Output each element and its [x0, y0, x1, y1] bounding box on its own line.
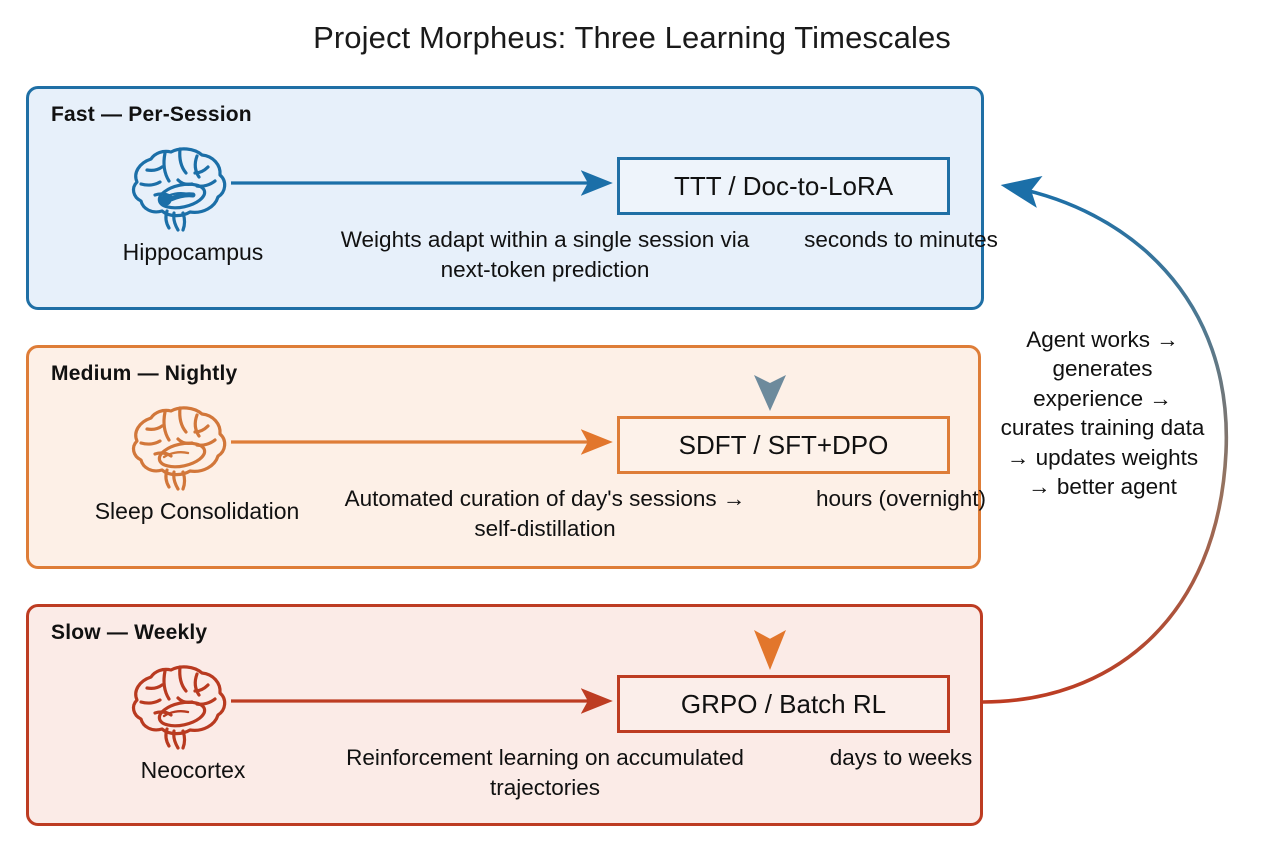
description-slow: Reinforcement learning on accumulated tr…: [346, 745, 744, 800]
timing-slow: days to weeks: [829, 745, 973, 770]
brain-icon: [125, 137, 235, 232]
method-box-grpo[interactable]: GRPO / Batch RL: [617, 675, 950, 733]
description-fast: Weights adapt within a single session vi…: [340, 227, 750, 282]
brain-caption-slow: Neocortex: [140, 757, 246, 783]
method-box-sdft[interactable]: SDFT / SFT+DPO: [617, 416, 950, 474]
timing-medium: hours (overnight): [815, 486, 987, 511]
description-medium: Automated curation of day's sessions → s…: [344, 486, 746, 541]
panel-medium-nightly: Medium — Nightly Sleep Consolidation: [26, 345, 986, 569]
panel-label-slow: Slow — Weekly: [51, 621, 208, 644]
brain-caption-medium: Sleep Consolidation: [94, 498, 300, 524]
panel-slow-weekly: Slow — Weekly Neocortex GRPO /: [26, 604, 983, 826]
brain-icon: [125, 396, 235, 491]
brain-icon: [125, 655, 235, 750]
panel-label-medium: Medium — Nightly: [51, 362, 238, 385]
method-box-ttt[interactable]: TTT / Doc-to-LoRA: [617, 157, 950, 215]
feedback-loop-caption: Agent works → generates experience → cur…: [1000, 327, 1205, 500]
page-title: Project Morpheus: Three Learning Timesca…: [313, 20, 951, 55]
panel-label-fast: Fast — Per-Session: [51, 103, 252, 126]
timing-fast: seconds to minutes: [804, 227, 998, 252]
panel-fast-per-session: Fast — Per-Session: [26, 86, 998, 310]
brain-caption-fast: Hippocampus: [122, 239, 264, 265]
